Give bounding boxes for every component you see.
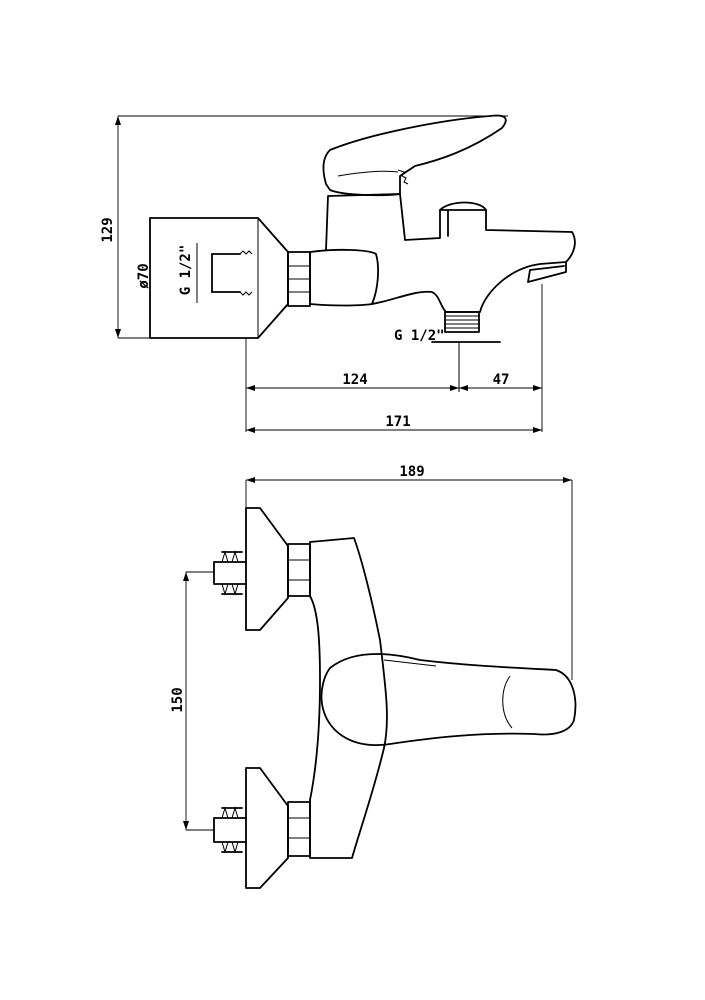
dim-wall-to-outlet-label: 124	[342, 372, 367, 388]
dim-height-label: 129	[100, 217, 116, 242]
top-lower-inlet	[213, 817, 247, 843]
top-lever-handle	[320, 652, 577, 746]
dim-outlet-to-spout-label: 47	[493, 372, 510, 388]
side-view: 129 ø70 G 1/2" G 1/2" 124 47 17	[100, 114, 576, 433]
dim-flange-diameter-label: ø70	[136, 263, 152, 288]
dim-depth-segments: 124 47	[245, 284, 543, 432]
dim-inlet-spacing: 150	[170, 571, 214, 831]
side-wall-flange	[149, 217, 289, 339]
side-inlet-thread	[196, 243, 253, 303]
dim-overall-depth-label: 171	[385, 414, 410, 430]
side-outlet-thread	[431, 311, 501, 392]
top-faucet-body	[309, 537, 388, 859]
dim-height: 129	[100, 115, 508, 339]
top-lower-flange	[245, 767, 289, 889]
side-faucet-body	[309, 248, 379, 307]
top-upper-flange	[245, 507, 289, 631]
side-spout-tip	[527, 261, 567, 283]
top-upper-nut	[287, 543, 311, 597]
dim-overall-depth: 171	[246, 414, 542, 433]
top-upper-inlet	[213, 561, 247, 585]
dim-top-depth-label: 189	[399, 464, 424, 480]
top-lower-nut	[287, 801, 311, 857]
inlet-thread-label: G 1/2"	[178, 245, 194, 296]
dim-inlet-spacing-label: 150	[170, 687, 186, 712]
side-faucet-spout	[325, 193, 576, 313]
top-view: 189 150	[170, 464, 577, 889]
side-lever-handle	[322, 114, 507, 197]
outlet-thread-label: G 1/2"	[394, 328, 445, 344]
dim-flange-diameter: ø70	[136, 218, 152, 338]
side-diverter-knob	[439, 209, 487, 237]
dim-top-depth: 189	[245, 464, 573, 680]
side-hex-nut	[287, 251, 311, 307]
